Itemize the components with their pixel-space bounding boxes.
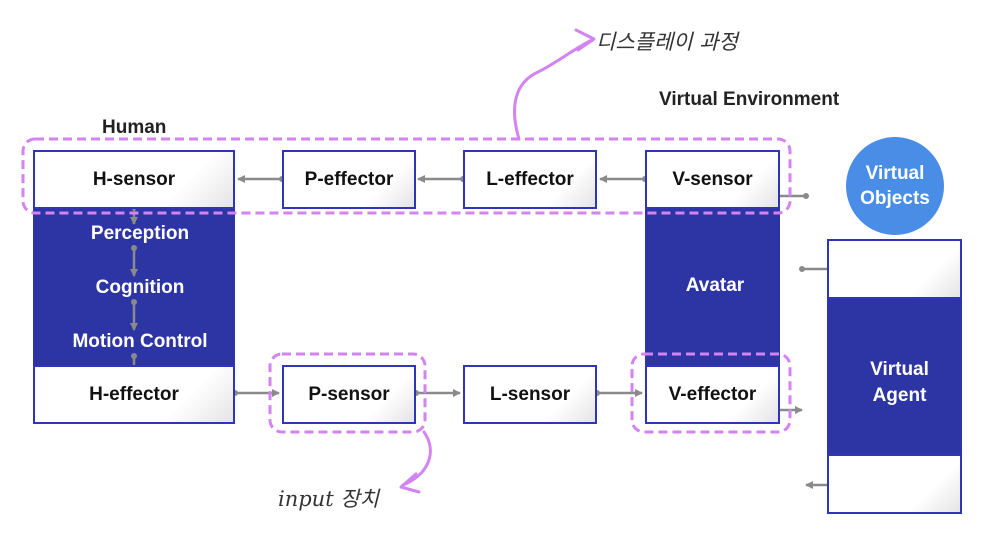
- input-device-annotation: input 장치: [278, 487, 379, 511]
- input-device-callout: [401, 430, 432, 487]
- virtual-objects-line2: Objects: [860, 188, 930, 209]
- l-sensor-box: L-sensor: [463, 365, 597, 424]
- h-sensor-box: H-sensor: [33, 150, 235, 209]
- virtual-objects-line1: Virtual: [865, 163, 925, 184]
- motion-control-label: Motion Control: [72, 331, 208, 352]
- cognition-label: Cognition: [95, 277, 185, 298]
- display-process-callout: [513, 38, 594, 141]
- virtual-environment-label: Virtual Environment: [659, 89, 840, 110]
- display-process-highlight: [21, 137, 792, 215]
- p-sensor-box: P-sensor: [282, 365, 416, 424]
- display-process-annotation: 디스플레이 과정: [596, 30, 738, 54]
- human-column: [33, 207, 235, 367]
- v-sensor-box: V-sensor: [645, 150, 780, 209]
- v-effector-box: V-effector: [645, 365, 780, 424]
- avatar-label: Avatar: [685, 275, 745, 296]
- virtual-agent-bottom-box: [827, 454, 962, 514]
- virtual-agent-top-box: [827, 239, 962, 299]
- h-effector-box: H-effector: [33, 365, 235, 424]
- virtual-agent-label: Virtual Agent: [870, 359, 929, 406]
- virtual-objects-circle: Virtual Objects: [846, 137, 944, 235]
- p-effector-box: P-effector: [282, 150, 416, 209]
- perception-label: Perception: [90, 223, 190, 244]
- l-effector-box: L-effector: [463, 150, 597, 209]
- virtual-agent-column: [827, 297, 962, 457]
- avatar-column: [645, 207, 780, 367]
- human-label: Human: [102, 117, 167, 138]
- input-device-highlight: [268, 352, 427, 434]
